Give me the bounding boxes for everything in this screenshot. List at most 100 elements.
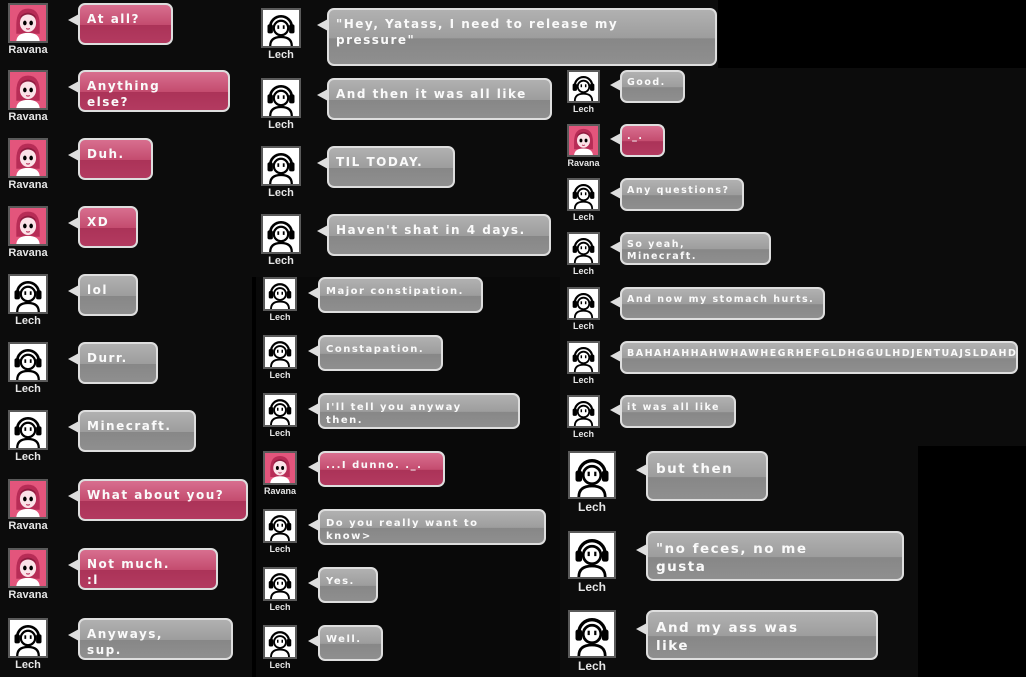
speaker-name: Ravana — [8, 44, 48, 56]
ravana-avatar-icon — [567, 124, 600, 157]
bubble-tail — [68, 490, 79, 503]
chat-bubble-haven-t-shat-in-4-days: Haven't shat in 4 days. — [327, 214, 551, 256]
bubble-tail — [68, 559, 79, 572]
bubble-tail — [68, 149, 79, 162]
speaker-name: Lech — [15, 383, 41, 395]
chat-bubble-major-constipation: Major constipation. — [318, 277, 483, 313]
ravana-avatar-icon — [8, 206, 48, 246]
chat-bubble-at-all: At all? — [78, 3, 173, 45]
chat-bubble-not-much-l: Not much. :l — [78, 548, 218, 590]
lech-avatar-icon — [567, 287, 600, 320]
chat-bubble-any-questions: Any questions? — [620, 178, 744, 211]
bubble-tail — [610, 350, 621, 363]
chat-bubble-no-feces-no-me-gusta: "no feces, no me gusta — [646, 531, 904, 581]
chat-bubble-do-you-really-want-to-kn: Do you really want to know> — [318, 509, 546, 545]
speaker-name: Ravana — [8, 520, 48, 532]
bubble-tail — [68, 217, 79, 230]
lech-avatar-icon — [263, 509, 297, 543]
chat-bubble-yes: Yes. — [318, 567, 378, 603]
lech-avatar-icon — [568, 610, 616, 658]
bubble-tail — [68, 14, 79, 27]
speaker-name: Lech — [577, 580, 606, 594]
bubble-tail — [68, 81, 79, 94]
speaker-name: Lech — [268, 255, 294, 267]
chat-bubble-lol: lol — [78, 274, 138, 316]
bubble-tail — [308, 518, 319, 531]
lech-avatar-icon — [8, 274, 48, 314]
speaker-name: Lech — [572, 429, 594, 439]
speaker-name: Lech — [572, 104, 594, 114]
chat-bubble-duh: Duh. — [78, 138, 153, 180]
chat-bubble-til-today: TIL TODAY. — [327, 146, 455, 188]
lech-avatar-icon — [263, 335, 297, 369]
bubble-tail — [308, 460, 319, 473]
speaker-name: Lech — [572, 321, 594, 331]
lech-avatar-icon — [8, 410, 48, 450]
speaker-name: Lech — [268, 49, 294, 61]
bubble-tail — [636, 544, 647, 557]
chat-bubble-anyways-sup: Anyways, sup. — [78, 618, 233, 660]
speaker-name: Lech — [269, 428, 291, 438]
lech-avatar-icon — [261, 78, 301, 118]
chat-bubble-and-my-ass-was-like: And my ass was like — [646, 610, 878, 660]
chat-bubble-i-dunno: ...I dunno. ._. — [318, 451, 445, 487]
bubble-tail — [68, 285, 79, 298]
bubble-tail — [610, 133, 621, 146]
chat-bubble-durr: Durr. — [78, 342, 158, 384]
chat-bubble-i-ll-tell-you-anyway-the: I'll tell you anyway then. — [318, 393, 520, 429]
lech-avatar-icon — [263, 567, 297, 601]
speaker-name: Ravana — [8, 589, 48, 601]
chat-bubble-xd: XD — [78, 206, 138, 248]
ravana-avatar-icon — [8, 3, 48, 43]
chat-bubble-what-about-you: What about you? — [78, 479, 248, 521]
lech-avatar-icon — [567, 395, 600, 428]
bubble-tail — [610, 404, 621, 417]
speaker-name: Lech — [15, 451, 41, 463]
speaker-name: Lech — [269, 660, 291, 670]
lech-avatar-icon — [567, 341, 600, 374]
lech-avatar-icon — [567, 178, 600, 211]
lech-avatar-icon — [567, 232, 600, 265]
speaker-name: Lech — [269, 312, 291, 322]
bubble-tail — [308, 344, 319, 357]
bubble-tail — [317, 157, 328, 170]
lech-avatar-icon — [8, 342, 48, 382]
lech-avatar-icon — [567, 70, 600, 103]
lech-avatar-icon — [568, 531, 616, 579]
ravana-avatar-icon — [8, 479, 48, 519]
lech-avatar-icon — [263, 625, 297, 659]
bubble-tail — [308, 402, 319, 415]
speaker-name: Lech — [15, 659, 41, 671]
chat-bubble-good: Good. — [620, 70, 685, 103]
lech-avatar-icon — [263, 393, 297, 427]
chat-bubble-and-then-it-was-all-like: And then it was all like — [327, 78, 552, 120]
bubble-tail — [317, 19, 328, 32]
chat-bubble-well: Well. — [318, 625, 383, 661]
bubble-tail — [317, 89, 328, 102]
bubble-tail — [636, 464, 647, 477]
bubble-tail — [308, 576, 319, 589]
bubble-tail — [610, 241, 621, 254]
lech-avatar-icon — [568, 451, 616, 499]
bubble-tail — [317, 225, 328, 238]
bubble-tail — [636, 623, 647, 636]
speaker-name: Lech — [577, 500, 606, 514]
bubble-tail — [610, 187, 621, 200]
bubble-tail — [308, 634, 319, 647]
speaker-name: Ravana — [8, 111, 48, 123]
bubble-tail — [68, 421, 79, 434]
speaker-name: Lech — [268, 187, 294, 199]
speaker-name: Lech — [269, 602, 291, 612]
chat-bubble-msg: ._. — [620, 124, 665, 157]
bubble-tail — [610, 79, 621, 92]
bubble-tail — [68, 353, 79, 366]
chat-bubble-hey-yatass-i-need-to-rel: "Hey, Yatass, I need to release my press… — [327, 8, 717, 66]
chat-bubble-it-was-all-like: it was all like — [620, 395, 736, 428]
bubble-tail — [610, 296, 621, 309]
speaker-name: Lech — [15, 315, 41, 327]
chat-bubble-minecraft: Minecraft. — [78, 410, 196, 452]
lech-avatar-icon — [261, 146, 301, 186]
chat-bubble-and-now-my-stomach-hurts: And now my stomach hurts. — [620, 287, 825, 320]
speaker-name: Lech — [269, 544, 291, 554]
lech-avatar-icon — [8, 618, 48, 658]
